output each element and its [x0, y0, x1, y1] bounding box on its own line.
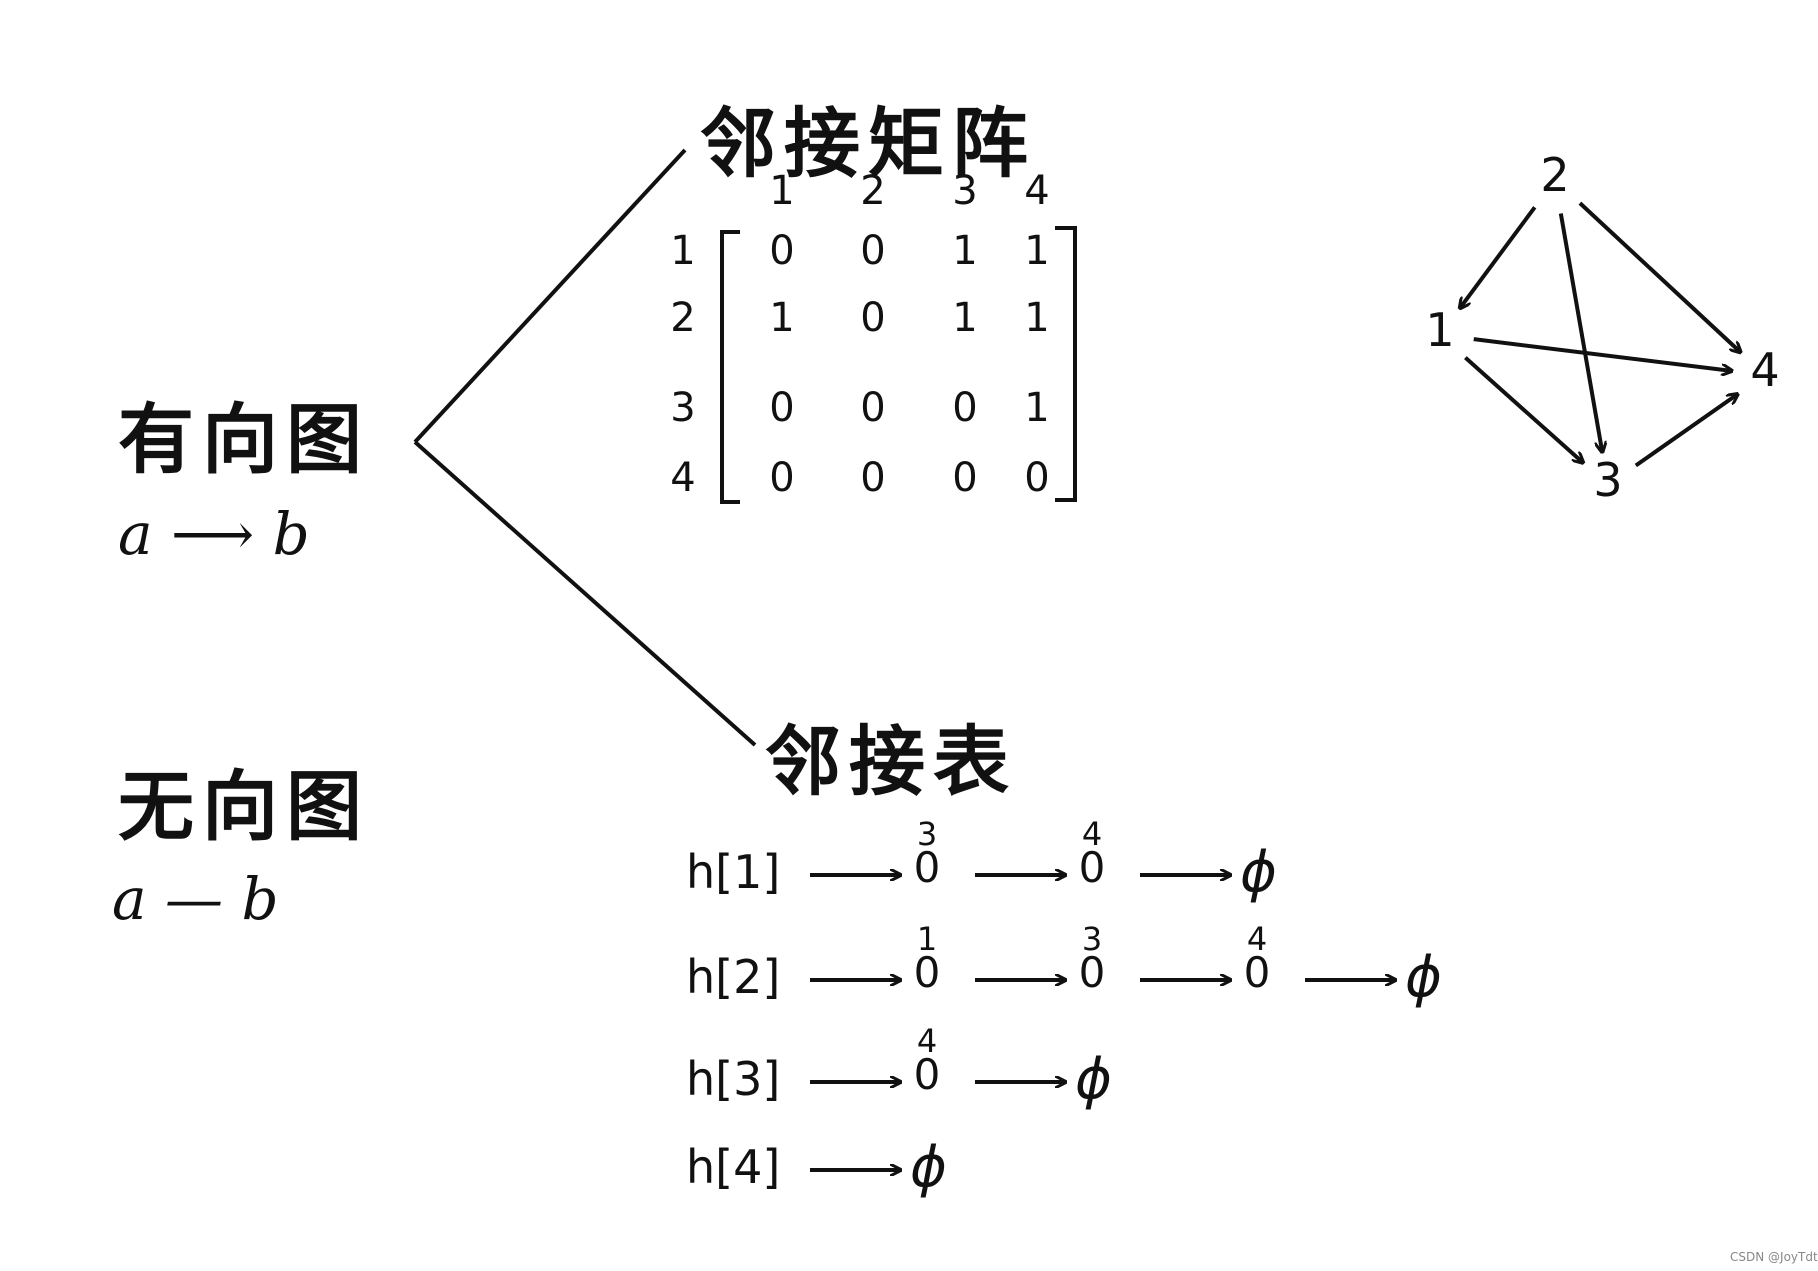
graph-edge-1-4	[1473, 337, 1732, 371]
matrix-cell: 0	[769, 385, 795, 431]
matrix-cell: 0	[769, 455, 795, 501]
adjacency-list-title: 邻接表	[765, 717, 1017, 806]
directed-graph-title: 有向图	[118, 395, 370, 484]
list-head: h[2]	[686, 950, 781, 1004]
undirected-graph-title: 无向图	[118, 762, 370, 851]
list-node-vertex: 3	[1081, 920, 1103, 958]
matrix-row-header: 4	[670, 455, 696, 501]
graph-edge-2-1	[1460, 206, 1537, 307]
directed-notation: a ⟶ b	[118, 500, 310, 568]
graph-node-2: 2	[1540, 148, 1570, 202]
matrix-row-header: 2	[670, 295, 696, 341]
matrix-col-header: 1	[769, 168, 795, 214]
null-symbol: ϕ	[1240, 840, 1277, 905]
list-node-vertex: 1	[916, 920, 938, 958]
matrix-cell: 0	[1024, 455, 1050, 501]
list-head: h[4]	[686, 1140, 781, 1194]
matrix-col-header: 2	[860, 168, 886, 214]
graph-node-4: 4	[1750, 343, 1780, 397]
adjacency-matrix-title: 邻接矩阵	[700, 99, 1036, 188]
list-node-vertex: 4	[1081, 815, 1103, 853]
matrix-cell: 0	[860, 228, 886, 274]
matrix-row-header: 3	[670, 385, 696, 431]
branch-line-list	[413, 440, 757, 747]
graph-edge-2-3	[1558, 213, 1602, 451]
matrix-cell: 0	[860, 295, 886, 341]
list-head: h[3]	[686, 1052, 781, 1106]
matrix-right-bracket	[1055, 226, 1077, 502]
null-symbol: ϕ	[1075, 1047, 1112, 1112]
graph-node-3: 3	[1593, 453, 1623, 507]
graph-node-1: 1	[1425, 303, 1455, 357]
list-node-vertex: 4	[1246, 920, 1268, 958]
matrix-left-bracket	[720, 230, 740, 504]
matrix-col-header: 4	[1024, 168, 1050, 214]
matrix-cell: 0	[952, 385, 978, 431]
list-node-vertex: 4	[916, 1022, 938, 1060]
matrix-cell: 0	[860, 455, 886, 501]
matrix-cell: 1	[1024, 295, 1050, 341]
matrix-cell: 1	[1024, 228, 1050, 274]
watermark: CSDN @JoyTdt	[1730, 1250, 1818, 1264]
null-symbol: ϕ	[1405, 945, 1442, 1010]
matrix-cell: 0	[860, 385, 886, 431]
matrix-col-header: 3	[952, 168, 978, 214]
graph-edge-1-3	[1464, 356, 1582, 463]
matrix-row-header: 1	[670, 228, 696, 274]
graph-edge-3-4	[1634, 395, 1737, 468]
matrix-cell: 1	[1024, 385, 1050, 431]
matrix-cell: 1	[769, 295, 795, 341]
graph-edge-2-4	[1578, 201, 1740, 352]
matrix-cell: 0	[769, 228, 795, 274]
branch-line-matrix	[413, 148, 687, 444]
undirected-notation: a — b	[112, 865, 279, 933]
matrix-cell: 1	[952, 295, 978, 341]
matrix-cell: 0	[952, 455, 978, 501]
list-node-vertex: 3	[916, 815, 938, 853]
null-symbol: ϕ	[910, 1135, 947, 1200]
matrix-cell: 1	[952, 228, 978, 274]
list-head: h[1]	[686, 845, 781, 899]
